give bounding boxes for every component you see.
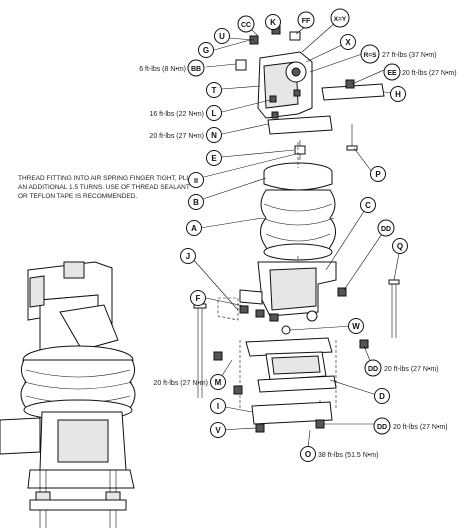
callout-m-label: M [215, 378, 222, 387]
callout-v: V [210, 422, 226, 438]
torque-dd-mid: 20 ft-lbs (27 N•m) [384, 366, 439, 373]
callout-i-label: I [217, 402, 219, 411]
callout-e: E [206, 150, 222, 166]
callout-b: B [188, 194, 204, 210]
callout-h: H [390, 86, 406, 102]
callout-k: K [265, 14, 281, 30]
callout-q: Q [392, 238, 408, 254]
callout-r-equals-s: R=S [360, 44, 380, 64]
callout-ee-label: EE [387, 70, 397, 77]
callout-c: C [360, 197, 376, 213]
callout-x-equals-y-label: X=Y [334, 16, 347, 23]
callout-ee: EE [383, 63, 401, 81]
callout-x-label: X [345, 38, 351, 47]
cradle-part [245, 337, 333, 357]
callout-f-label: F [196, 294, 201, 303]
callout-m: M [210, 374, 226, 390]
callout-q-label: Q [397, 242, 403, 251]
callout-p: P [370, 166, 386, 182]
torque-rs: 27 ft-lbs (37 N•m) [382, 52, 437, 59]
assembly-note: THREAD FITTING INTO AIR SPRING FINGER TI… [18, 175, 196, 200]
callout-l-label: L [212, 109, 217, 118]
note-line-1: THREAD FITTING INTO AIR SPRING FINGER TI… [18, 175, 196, 182]
plate-h-part [321, 83, 385, 101]
callout-i: I [210, 398, 226, 414]
callout-u: U [214, 28, 230, 44]
callout-dd-top-label: DD [381, 226, 391, 233]
callout-a-label: A [191, 224, 197, 233]
callout-x-equals-y: X=Y [330, 8, 350, 28]
callout-r-equals-s-label: R=S [364, 52, 377, 59]
callout-f: F [190, 290, 206, 306]
callouts: G U CC K FF X=Y X R=S [180, 8, 408, 462]
torque-ee: 20 ft-lbs (27 N•m) [402, 70, 457, 77]
callout-c-label: C [365, 201, 371, 210]
callout-ff-label: FF [302, 18, 311, 25]
callout-w-label: W [352, 322, 360, 331]
callout-d: D [374, 388, 390, 404]
callout-n-label: N [211, 131, 217, 140]
callout-o: O [300, 446, 316, 462]
callout-cc: CC [237, 15, 255, 33]
callout-bb: BB [187, 59, 205, 77]
callout-a: A [186, 220, 202, 236]
note-line-2: AN ADDITIONAL 1.5 TURNS. USE OF THREAD S… [18, 184, 190, 191]
callout-dd-mid-label: DD [368, 366, 378, 373]
torque-specs: 27 ft-lbs (37 N•m) 20 ft-lbs (27 N•m) 6 … [139, 52, 456, 459]
callout-g-label: G [203, 46, 209, 55]
callout-b-label: B [193, 198, 199, 207]
callout-k-label: K [270, 18, 276, 27]
torque-n: 20 ft-lbs (27 N•m) [149, 133, 204, 140]
callout-dd-bot-label: DD [377, 424, 387, 431]
torque-dd-bot: 20 ft-lbs (27 N•m) [393, 424, 448, 431]
callout-j-label: J [186, 252, 190, 261]
callout-w: W [348, 318, 364, 334]
torque-o: 38 ft-lbs (51.5 N•m) [318, 452, 378, 459]
callout-e-label: E [211, 154, 217, 163]
assembled-view-inset [0, 261, 136, 528]
callout-ii-label: II [194, 178, 198, 185]
strap-part [251, 401, 333, 425]
callout-x: X [340, 34, 356, 50]
callout-o-label: O [305, 450, 311, 459]
callout-dd-bot: DD [373, 417, 391, 435]
callout-p-label: P [375, 170, 381, 179]
callout-h-label: H [395, 90, 401, 99]
callout-d-label: D [379, 392, 385, 401]
callout-ff: FF [297, 11, 315, 29]
callout-l: L [206, 105, 222, 121]
callout-t-label: T [212, 86, 217, 95]
callout-n: N [206, 127, 222, 143]
note-line-3: OR TEFLON TAPE IS RECOMMENDED. [18, 193, 137, 200]
callout-j: J [180, 248, 196, 264]
callout-dd-mid: DD [364, 359, 382, 377]
callout-v-label: V [215, 426, 221, 435]
torque-bb: 6 ft-lbs (8 N•m) [139, 66, 186, 73]
callout-t: T [206, 82, 222, 98]
callout-cc-label: CC [241, 22, 251, 29]
callout-u-label: U [219, 32, 225, 41]
callout-g: G [198, 42, 214, 58]
torque-m: 20 ft-lbs (27 N•m) [153, 380, 208, 387]
callout-bb-label: BB [191, 66, 201, 73]
torque-l: 16 ft-lbs (22 N•m) [149, 111, 204, 118]
callout-dd-top: DD [377, 219, 395, 237]
callout-ii: II [188, 172, 204, 188]
